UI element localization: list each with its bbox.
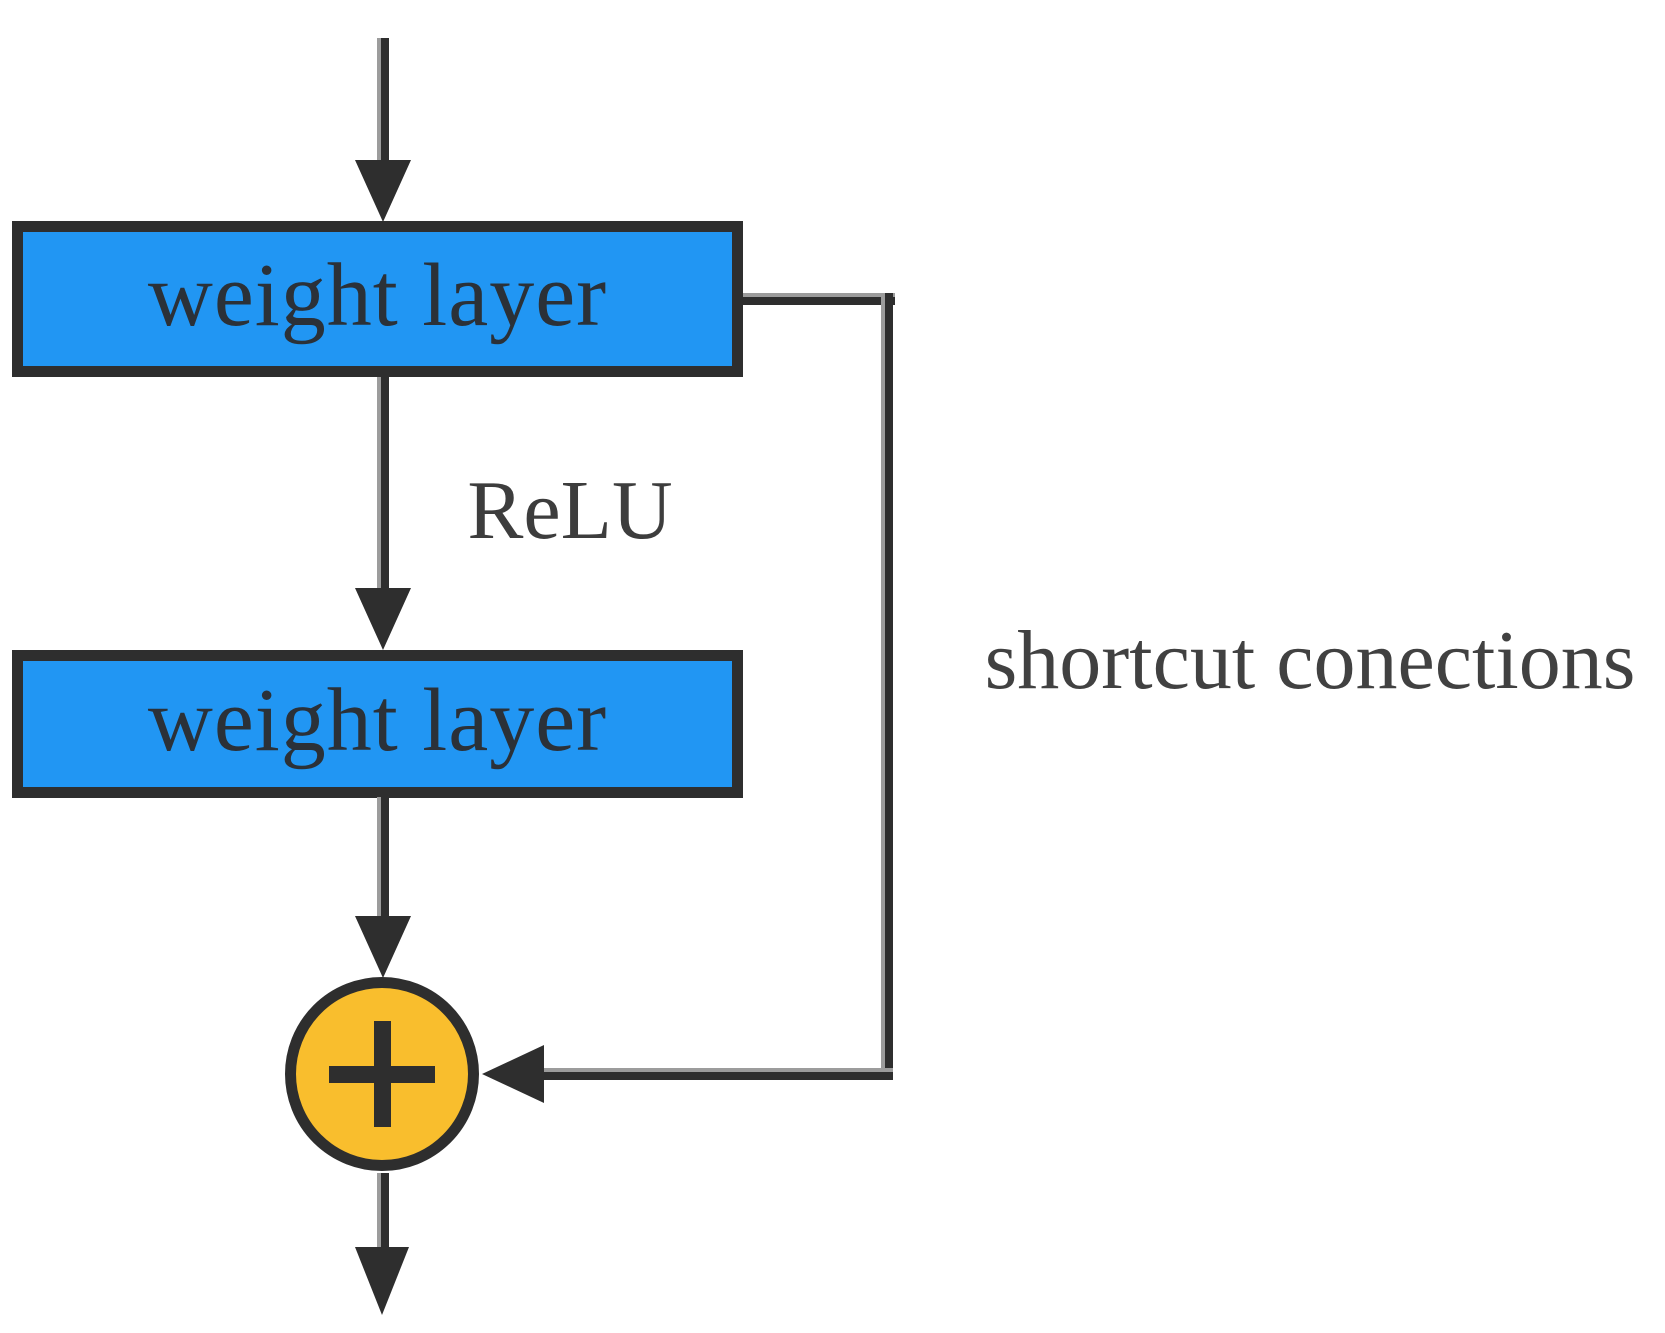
weight-layer-label-2: weight layer <box>147 670 608 770</box>
sum-node <box>285 977 479 1171</box>
weight-layer-box-2: weight layer <box>12 650 743 798</box>
arrow-down-icon <box>355 588 411 650</box>
arrow-down-icon <box>355 916 411 978</box>
arrow-down-icon <box>355 160 411 222</box>
output-line <box>377 1173 389 1247</box>
shortcut-label: shortcut conections <box>984 613 1636 707</box>
shortcut-line-vertical <box>881 293 893 1080</box>
arrow-down-icon <box>355 1247 409 1315</box>
relu-line <box>377 377 389 590</box>
shortcut-line-top <box>743 293 895 305</box>
shortcut-line-bottom <box>543 1068 893 1080</box>
weight-layer-label-1: weight layer <box>147 245 608 345</box>
weight-layer-box-1: weight layer <box>12 221 743 377</box>
arrow-left-icon <box>482 1045 544 1103</box>
input-line <box>377 38 389 160</box>
plus-icon <box>374 1021 391 1127</box>
relu-label: ReLU <box>467 463 673 557</box>
to-sum-line <box>377 797 389 918</box>
